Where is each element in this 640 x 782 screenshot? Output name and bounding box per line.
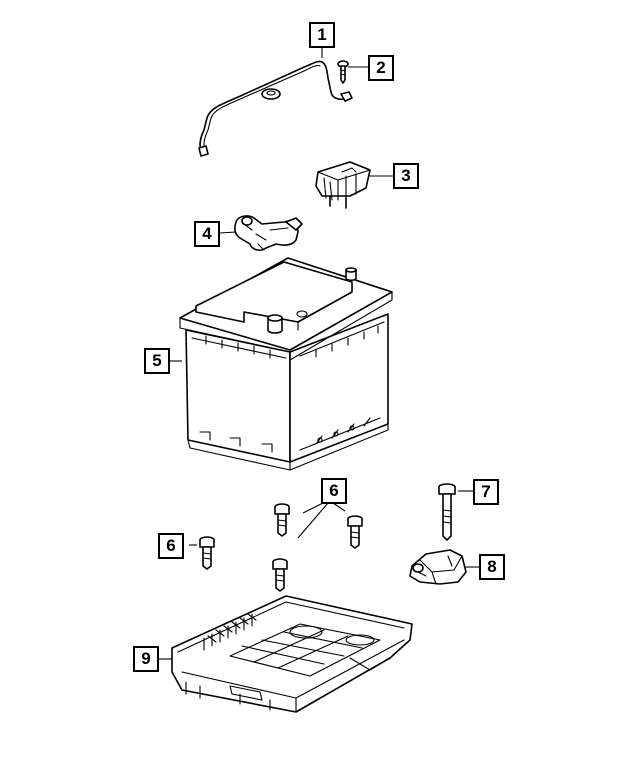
- callout-5: 5: [144, 348, 170, 374]
- part-6-bolt-right: [347, 515, 363, 549]
- part-9-battery-tray: [171, 595, 413, 713]
- part-8-clamp: [409, 549, 467, 585]
- callout-6-right: 6: [321, 478, 347, 504]
- callout-2: 2: [368, 55, 394, 81]
- part-6-bolt-left: [199, 536, 215, 570]
- callout-9: 9: [133, 646, 159, 672]
- part-4-battery-terminal: [234, 215, 303, 251]
- callout-3: 3: [393, 163, 419, 189]
- callout-1: 1: [309, 22, 335, 48]
- callout-4: 4: [194, 221, 220, 247]
- part-6-bolt-bottom: [272, 558, 288, 592]
- part-3-terminal-bracket: [315, 161, 371, 209]
- leader-lines: [159, 48, 479, 660]
- part-5-battery: [179, 257, 393, 471]
- part-7-long-bolt: [438, 483, 456, 541]
- callout-7: 7: [473, 479, 499, 505]
- part-1-hold-down-rod: [198, 60, 353, 157]
- part-6-bolt-top: [274, 503, 290, 537]
- callout-6-left: 6: [158, 533, 184, 559]
- callout-8: 8: [479, 554, 505, 580]
- part-2-screw: [337, 60, 349, 84]
